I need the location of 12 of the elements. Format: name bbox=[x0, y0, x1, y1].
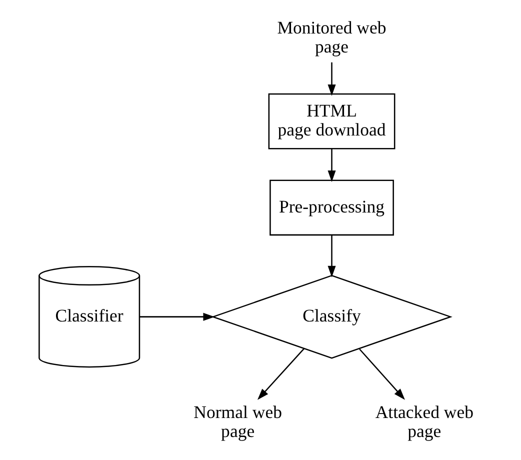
node-box: HTML page download bbox=[268, 92, 395, 149]
arrow bbox=[327, 62, 336, 96]
arrow bbox=[256, 348, 304, 400]
node-text: Normal web page bbox=[193, 401, 282, 441]
arrow bbox=[327, 234, 336, 277]
node-text: Attacked web page bbox=[374, 401, 474, 441]
node-box: Pre-processing bbox=[269, 179, 394, 236]
arrow bbox=[358, 348, 404, 400]
node-diamond: Classify bbox=[210, 274, 452, 358]
arrow bbox=[139, 312, 214, 320]
node-text: Monitored web page bbox=[276, 16, 386, 56]
arrow bbox=[327, 148, 336, 182]
